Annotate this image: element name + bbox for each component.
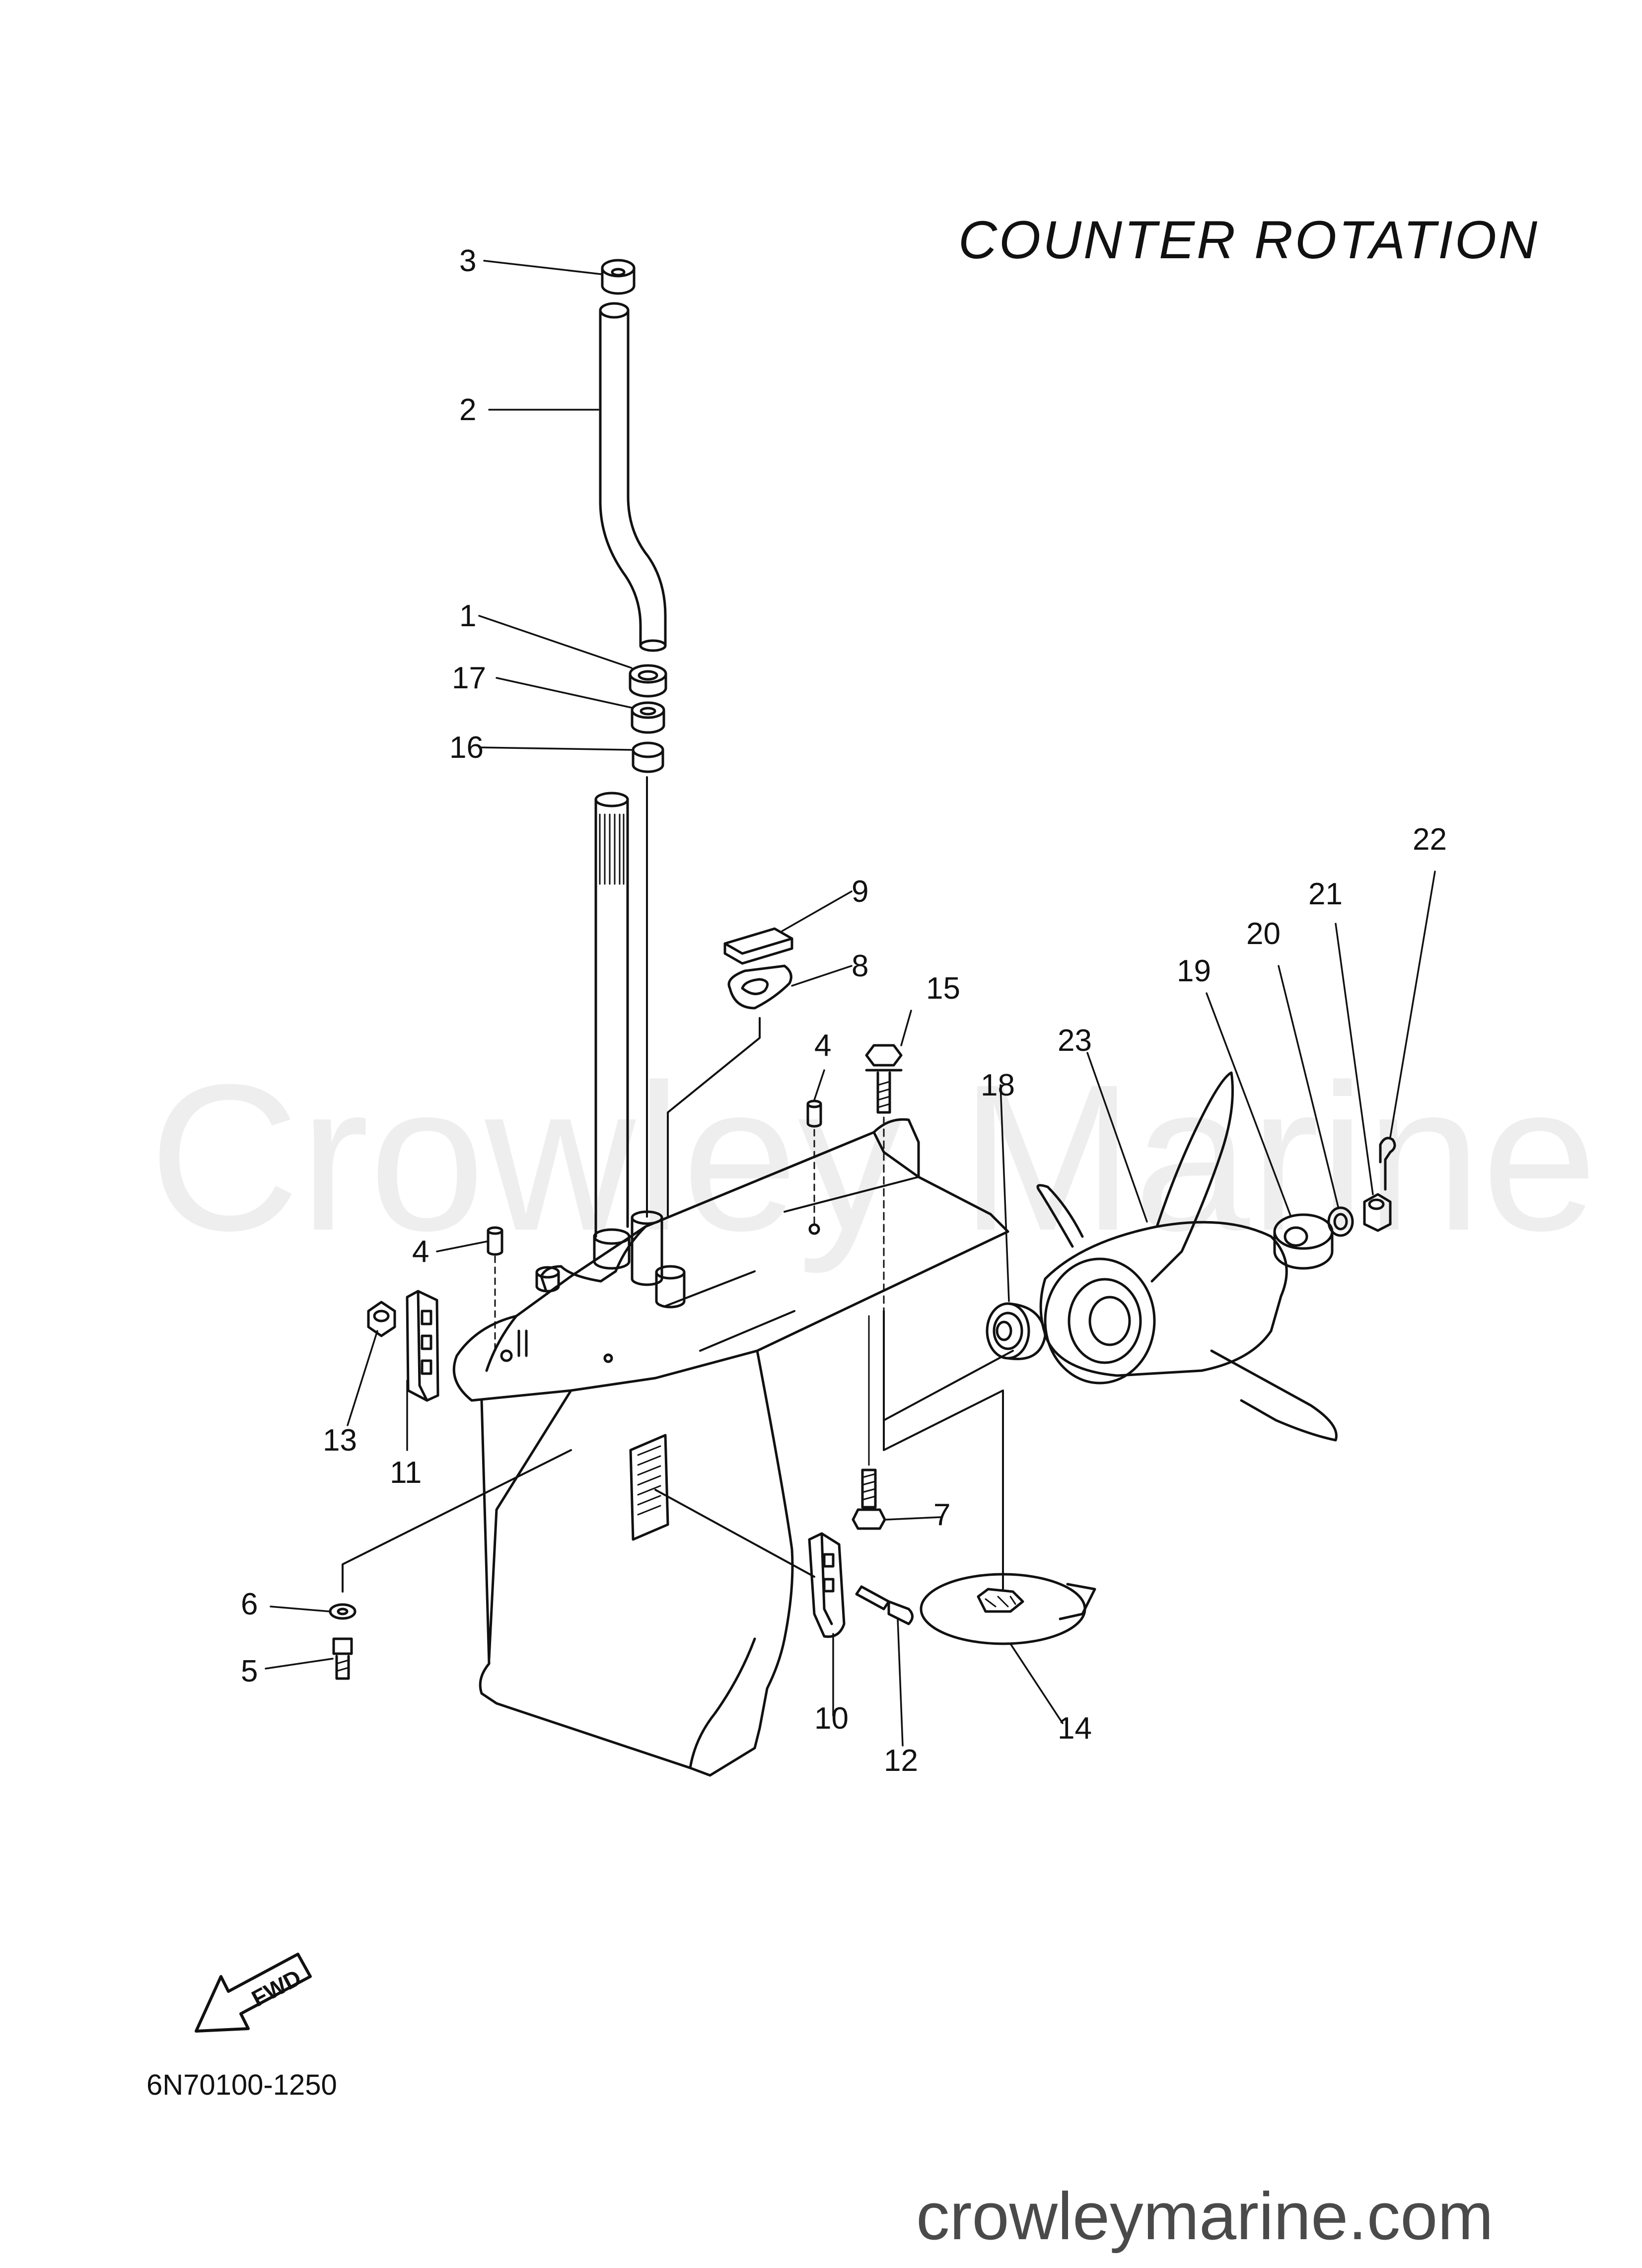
callout-4-left: 4 (412, 1235, 429, 1269)
callout-8: 8 (852, 949, 869, 983)
drive-shaft (594, 792, 629, 1238)
callout-14: 14 (1058, 1711, 1092, 1746)
callout-19: 19 (1177, 954, 1211, 988)
part-23-propeller (1036, 1071, 1338, 1442)
part-10-bracket (654, 1489, 846, 1638)
callout-23: 23 (1058, 1024, 1092, 1058)
callout-2: 2 (459, 393, 477, 427)
callout-20: 20 (1246, 917, 1281, 951)
part-17-seal (631, 701, 665, 734)
part-13-nut (367, 1301, 396, 1337)
callout-6: 6 (241, 1587, 258, 1621)
gearcase-housing (452, 1118, 1009, 1777)
callout-22: 22 (1413, 822, 1447, 857)
callout-12: 12 (884, 1744, 918, 1778)
part-1-seal (629, 664, 667, 698)
part-6-washer (329, 1603, 357, 1620)
part-8-gasket (727, 964, 792, 1010)
callout-13: 13 (323, 1423, 357, 1458)
callout-10: 10 (814, 1701, 849, 1736)
part-22-cotter-pin (1379, 1137, 1396, 1191)
part-15-bolt (865, 1044, 903, 1312)
part-3-grommet (601, 259, 636, 295)
part-19-spacer (1273, 1213, 1334, 1270)
callout-15: 15 (926, 971, 960, 1006)
callout-5: 5 (241, 1654, 258, 1688)
part-14-anode (920, 1573, 1096, 1645)
callout-3: 3 (459, 244, 477, 278)
leader-lines (265, 260, 1436, 1747)
fwd-arrow-icon: FWD (195, 1953, 312, 2033)
callout-7: 7 (933, 1498, 951, 1532)
callout-1: 1 (459, 599, 477, 633)
callout-18: 18 (981, 1068, 1015, 1102)
callout-4-upper: 4 (814, 1028, 832, 1063)
part-9-plate (723, 927, 793, 965)
part-5-bolt (332, 1637, 353, 1680)
callout-17: 17 (452, 661, 486, 695)
part-18-thrust-washer (883, 1302, 1047, 1421)
part-11-bracket (406, 1290, 439, 1402)
part-7-stud-nut (852, 1310, 1004, 1590)
part-21-nut (1363, 1193, 1392, 1232)
website-text: crowleymarine.com (916, 2179, 1494, 2254)
part-16-grommet (632, 741, 664, 773)
part-number: 6N70100-1250 (146, 2069, 337, 2101)
part-2-water-tube (599, 302, 667, 652)
watermark-text: Crowley Marine (149, 1041, 1598, 1274)
part-12-screw (855, 1585, 914, 1625)
fwd-label: FWD (247, 1964, 305, 2011)
part-4-dowel-left (487, 1226, 503, 1352)
diagram-title: COUNTER ROTATION (958, 210, 1539, 270)
callout-9: 9 (852, 875, 869, 909)
callout-21: 21 (1308, 877, 1343, 911)
callout-16: 16 (449, 731, 484, 765)
part-20-washer (1327, 1206, 1354, 1237)
part-4-dowel-upper (806, 1099, 822, 1228)
callout-11: 11 (390, 1456, 422, 1490)
